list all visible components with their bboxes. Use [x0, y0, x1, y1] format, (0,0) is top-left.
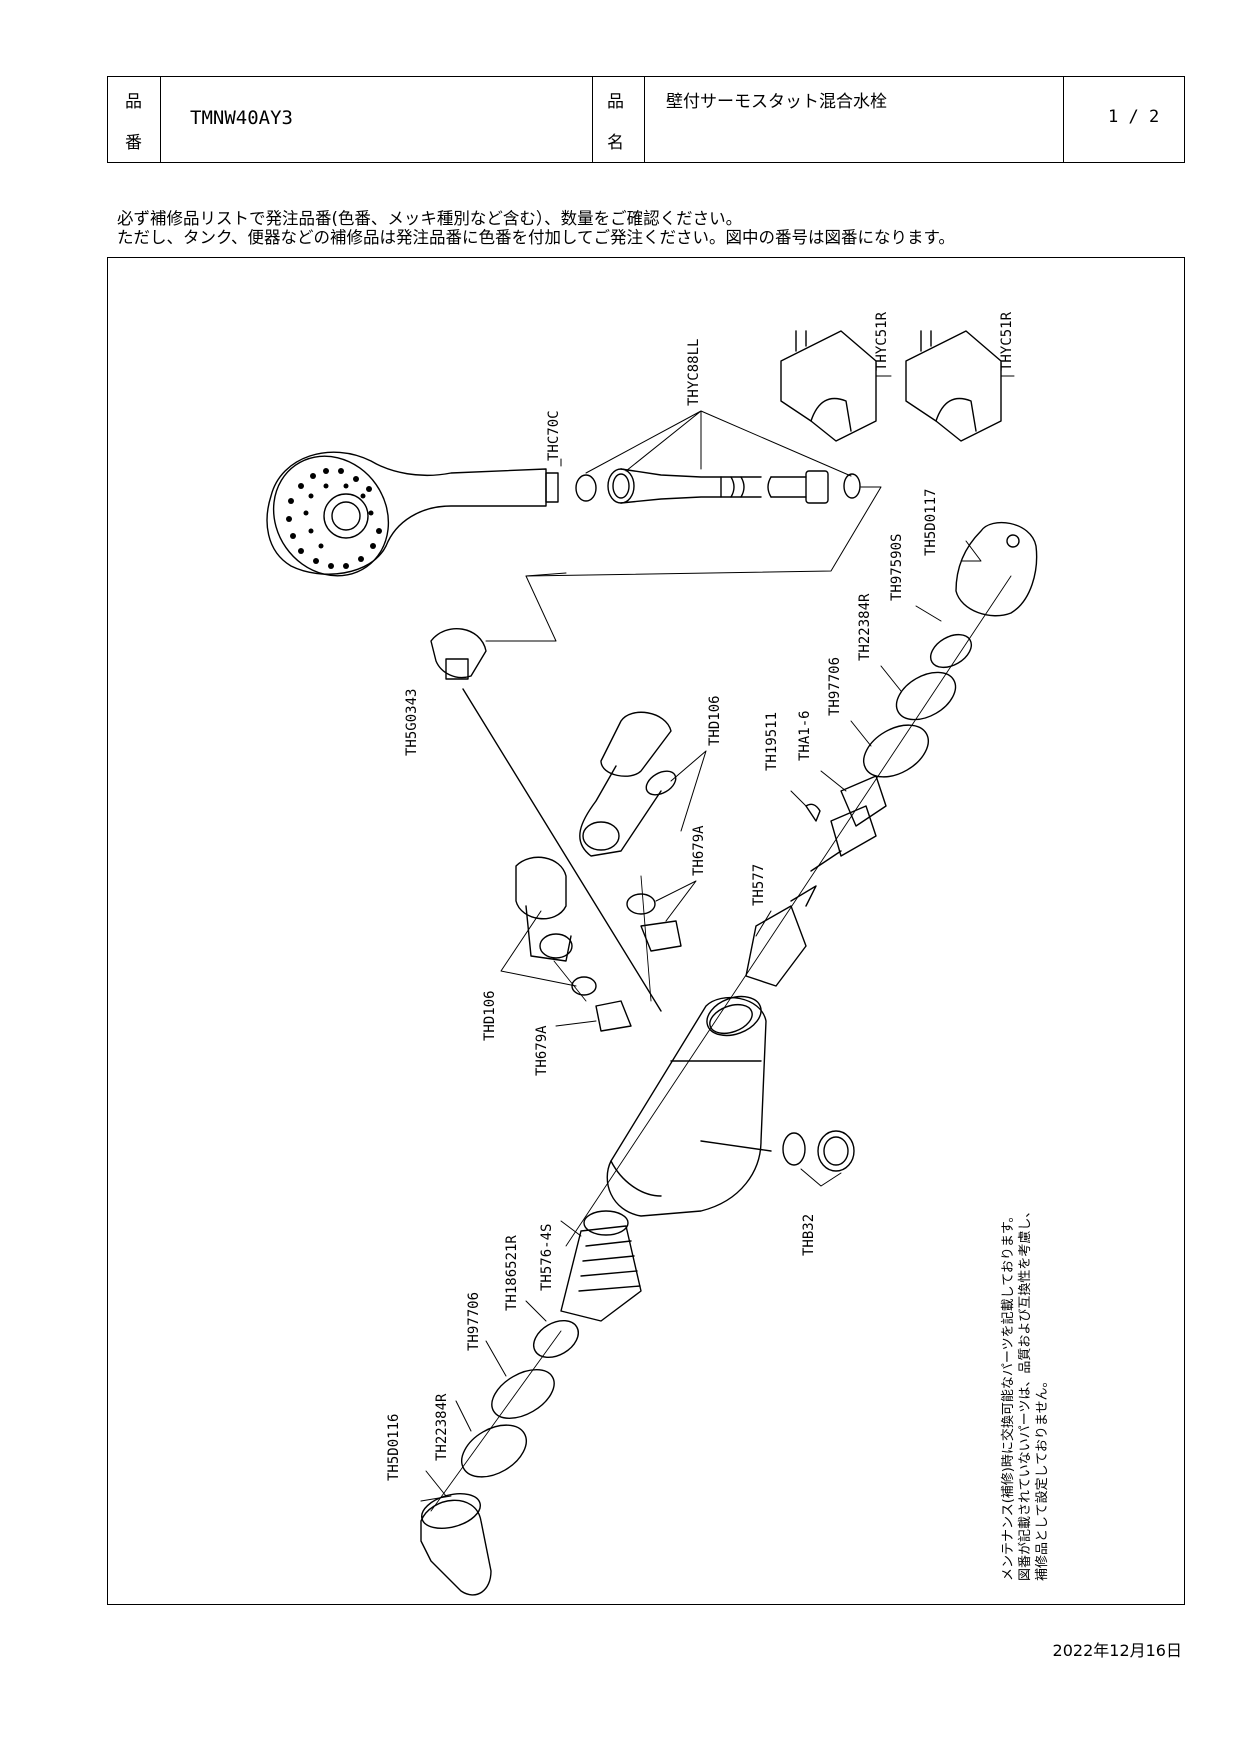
maintenance-note-line: 図番が記載されていないパーツは、品質および互換性を考慮し、	[1017, 1205, 1033, 1581]
product-name: 壁付サーモスタット混合水栓	[666, 92, 887, 112]
exploded-diagram: THC70C THYC88LL THYC51R THYC51R TH5D0117…	[266, 311, 1050, 1596]
part-labels: THC70C THYC88LL THYC51R THYC51R TH5D0117…	[386, 311, 1015, 1481]
product-name-label: 名	[607, 133, 624, 153]
hose	[575, 468, 861, 504]
divider	[160, 77, 161, 162]
notice-line: ただし、タンク、便器などの補修品は発注品番に色番を付加してご発注ください。図中の…	[117, 228, 955, 247]
part-label: TH679A	[534, 1025, 550, 1076]
maintenance-note-line: 補修品として設定しておりません。	[1034, 1375, 1050, 1581]
part-label: THC70C	[546, 410, 562, 461]
part-label: TH5D0117	[923, 489, 939, 556]
part-label: THYC51R	[874, 311, 890, 371]
part-label: THD106	[482, 990, 498, 1041]
exploded-diagram-frame: THC70C THYC88LL THYC51R THYC51R TH5D0117…	[107, 257, 1185, 1605]
part-label: THYC88LL	[686, 339, 702, 406]
cartridge	[840, 775, 887, 827]
part-label: TH97590S	[889, 534, 905, 601]
part-label: TH97706	[827, 657, 843, 716]
thermostat-body	[606, 996, 767, 1217]
part-label: THA1-6	[797, 710, 813, 761]
lower-handle	[420, 1499, 492, 1596]
divider	[644, 77, 645, 162]
part-label: THYC51R	[999, 311, 1015, 371]
divider	[592, 77, 593, 162]
part-label: THD106	[707, 695, 723, 746]
part-number: TMNW40AY3	[190, 107, 293, 129]
handle-cap	[955, 521, 1038, 617]
part-label: TH22384R	[434, 1393, 450, 1461]
part-label: TH5G0343	[404, 689, 420, 756]
maintenance-note: メンテナンス(補修)時に交換可能なパーツを記載しております。 図番が記載されてい…	[1000, 1205, 1050, 1581]
part-no-label: 番	[125, 133, 142, 153]
part-label: TH97706	[466, 1292, 482, 1351]
part-no-label: 品	[125, 92, 142, 112]
shower-head	[266, 451, 559, 577]
page-number: 1 / 2	[1108, 107, 1160, 127]
part-label: TH576-4S	[539, 1224, 555, 1291]
maintenance-note-line: メンテナンス(補修)時に交換可能なパーツを記載しております。	[1000, 1209, 1016, 1581]
wall-holder	[780, 330, 1002, 442]
part-label: TH577	[751, 864, 767, 906]
elbow	[430, 627, 487, 679]
part-label: TH19511	[764, 712, 780, 771]
issue-date: 2022年12月16日	[1052, 1641, 1182, 1660]
part-label: TH186521R	[504, 1235, 520, 1311]
part-label: TH679A	[691, 825, 707, 876]
product-name-label: 品	[607, 92, 624, 112]
part-label: THB32	[801, 1214, 817, 1256]
part-label: TH22384R	[857, 593, 873, 661]
part-label: TH5D0116	[386, 1414, 402, 1481]
title-block: 品 番 TMNW40AY3 品 名 壁付サーモスタット混合水栓 1 / 2	[107, 76, 1185, 163]
divider	[1063, 77, 1064, 162]
notice-line: 必ず補修品リストで発注品番(色番、メッキ種別など含む）、数量をご確認ください。	[117, 209, 743, 228]
